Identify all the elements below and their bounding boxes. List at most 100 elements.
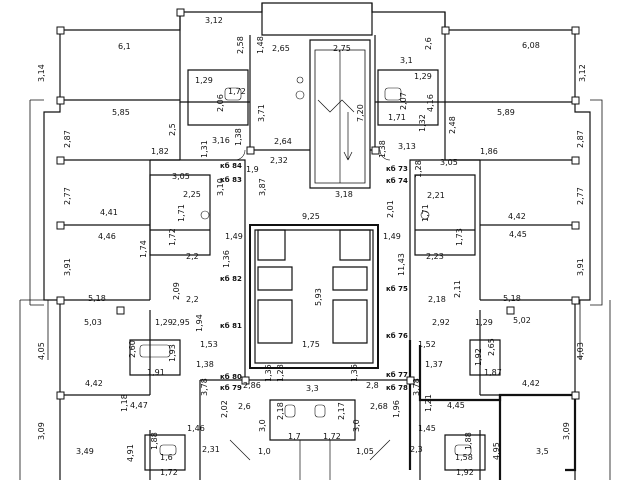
dimension-label: 1,05 bbox=[356, 447, 374, 456]
dimension-label: 5,02 bbox=[513, 316, 531, 325]
dimension-label: 1,28 bbox=[414, 160, 423, 178]
dimension-label: 11,43 bbox=[397, 253, 406, 276]
dimension-label: 1,71 bbox=[177, 204, 186, 222]
dimension-label: 1,0 bbox=[258, 447, 271, 456]
dimension-label: 3,0 bbox=[352, 419, 361, 432]
dimension-label: 2,65 bbox=[272, 44, 290, 53]
storage-tag: кб 79 bbox=[220, 384, 242, 392]
dimension-label: 1,91 bbox=[147, 368, 165, 377]
dimension-label: 2,23 bbox=[426, 252, 444, 261]
dimension-label: 3,09 bbox=[562, 422, 571, 440]
dimension-label: 5,85 bbox=[112, 108, 130, 117]
dimension-label: 1,92 bbox=[456, 468, 474, 477]
dimension-label: 1,73 bbox=[455, 228, 464, 246]
dimension-label: 3,78 bbox=[200, 378, 209, 396]
dimension-label: 1,72 bbox=[323, 432, 341, 441]
dimension-label: 1,29 bbox=[414, 72, 432, 81]
dimension-label: 2,07 bbox=[399, 92, 408, 110]
dimension-label: 4,03 bbox=[576, 342, 585, 360]
dimension-label: 2,3 bbox=[410, 445, 423, 454]
dimension-label: 2,01 bbox=[386, 200, 395, 218]
dimension-label: 3,05 bbox=[440, 158, 458, 167]
dimension-label: 4,45 bbox=[447, 401, 465, 410]
dimension-label: 1,32 bbox=[418, 114, 427, 132]
storage-tag: кб 80 bbox=[220, 373, 242, 381]
storage-tag: кб 83 bbox=[220, 176, 242, 184]
dimension-label: 2,06 bbox=[216, 94, 225, 112]
dimension-label: 1,48 bbox=[256, 36, 265, 54]
dimension-label: 5,89 bbox=[497, 108, 515, 117]
dimension-label: 2,77 bbox=[63, 187, 72, 205]
dimension-label: 5,18 bbox=[503, 294, 521, 303]
dimension-label: 4,41 bbox=[100, 208, 118, 217]
dimension-label: 4,42 bbox=[508, 212, 526, 221]
dimension-label: 2,60 bbox=[128, 340, 137, 358]
dimension-label: 2,48 bbox=[448, 116, 457, 134]
dimension-label: 2,77 bbox=[576, 187, 585, 205]
dimension-label: 2,87 bbox=[63, 130, 72, 148]
dimension-label: 4,47 bbox=[130, 401, 148, 410]
dimension-label: 2,02 bbox=[220, 400, 229, 418]
dimension-label: 1,74 bbox=[139, 240, 148, 258]
dimension-label: 5,03 bbox=[84, 318, 102, 327]
dimension-label: 2,6 bbox=[424, 37, 433, 50]
dimension-label: 4,45 bbox=[509, 230, 527, 239]
dimension-label: 1,49 bbox=[225, 232, 243, 241]
storage-tag: кб 77 bbox=[386, 371, 408, 379]
dimension-label: 2,87 bbox=[576, 130, 585, 148]
dimension-label: 2,11 bbox=[453, 280, 462, 298]
dimension-label: 1,35 bbox=[264, 364, 273, 382]
dimension-label: 3,05 bbox=[172, 172, 190, 181]
dimension-label: 6,1 bbox=[118, 42, 131, 51]
dimension-label: 1,36 bbox=[222, 250, 231, 268]
dimension-label: 3,78 bbox=[412, 378, 421, 396]
dimension-label: 1,38 bbox=[196, 360, 214, 369]
dimension-label: 1,6 bbox=[160, 453, 173, 462]
storage-tag: кб 73 bbox=[386, 165, 408, 173]
dimension-label: 2,8 bbox=[366, 381, 379, 390]
dimension-label: 3,87 bbox=[258, 178, 267, 196]
dimension-label: 1,71 bbox=[421, 204, 430, 222]
dimension-label: 1,88 bbox=[150, 432, 159, 450]
dimension-label: 2,5 bbox=[168, 123, 177, 136]
dimension-label: 3,09 bbox=[37, 422, 46, 440]
dimension-label: 4,16 bbox=[426, 94, 435, 112]
dimension-label: 2,92 bbox=[432, 318, 450, 327]
dimension-label: 3,49 bbox=[76, 447, 94, 456]
dimension-label: 1,94 bbox=[195, 314, 204, 332]
dimension-label: 1,58 bbox=[455, 453, 473, 462]
dimension-label: 1,31 bbox=[200, 140, 209, 158]
dimension-label: 1,92 bbox=[474, 348, 483, 366]
dimension-label: 4,46 bbox=[98, 232, 116, 241]
dimension-label: 1,53 bbox=[200, 340, 218, 349]
storage-tag: кб 84 bbox=[220, 162, 242, 170]
dimension-label: 3,3 bbox=[306, 384, 319, 393]
storage-tag: кб 74 bbox=[386, 177, 408, 185]
dimension-label: 1,29 bbox=[195, 76, 213, 85]
dimension-label: 1,38 bbox=[378, 140, 387, 158]
dimension-label: 1,28 bbox=[276, 364, 285, 382]
dimension-label: 1,86 bbox=[480, 147, 498, 156]
dimension-label: 2,64 bbox=[274, 137, 292, 146]
dimension-label: 3,18 bbox=[335, 190, 353, 199]
dimension-label: 4,42 bbox=[522, 379, 540, 388]
storage-tag: кб 75 bbox=[386, 285, 408, 293]
storage-tag: кб 82 bbox=[220, 275, 242, 283]
dimension-label: 2,86 bbox=[243, 381, 261, 390]
storage-tag: кб 81 bbox=[220, 322, 242, 330]
dimension-label: 4,05 bbox=[37, 342, 46, 360]
dimension-label: 1,88 bbox=[464, 432, 473, 450]
dimension-label: 1,21 bbox=[424, 394, 433, 412]
dimension-label: 3,13 bbox=[398, 142, 416, 151]
dimension-label: 1,29 bbox=[155, 318, 173, 327]
dimension-label: 1,72 bbox=[228, 87, 246, 96]
dimension-label: 1,46 bbox=[187, 424, 205, 433]
dimension-label: 2,75 bbox=[333, 44, 351, 53]
dimension-label: 1,37 bbox=[425, 360, 443, 369]
dimension-label: 7,20 bbox=[356, 104, 365, 122]
dimension-label: 9,25 bbox=[302, 212, 320, 221]
dimension-label: 1,49 bbox=[383, 232, 401, 241]
dimension-label: 5,18 bbox=[88, 294, 106, 303]
